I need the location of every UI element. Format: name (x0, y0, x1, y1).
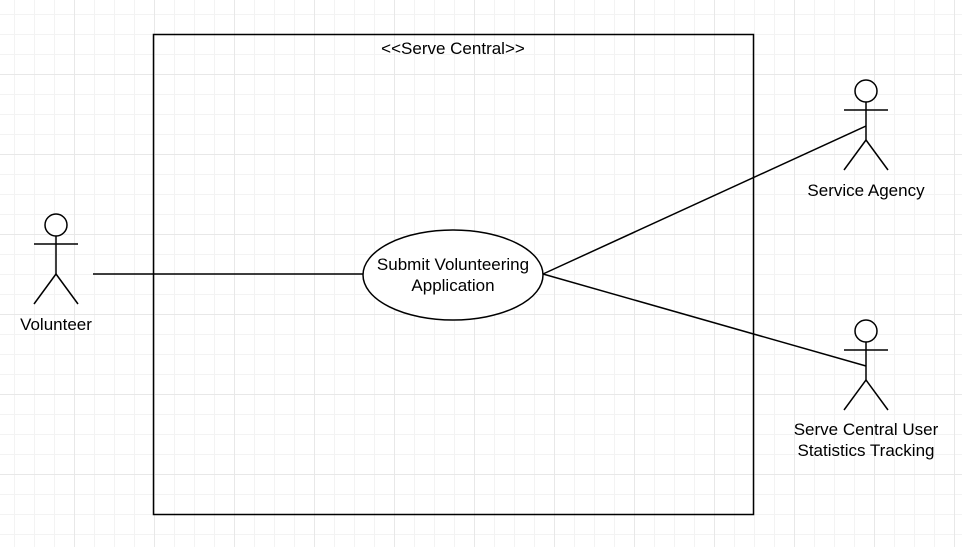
stats-tracking-actor-icon[interactable] (843, 319, 889, 411)
association-service-agency[interactable] (542, 125, 867, 275)
use-case-label: Submit Volunteering Application (363, 254, 543, 296)
volunteer-actor-icon[interactable] (33, 213, 79, 305)
stats-tracking-label: Serve Central User Statistics Tracking (776, 419, 956, 461)
volunteer-label: Volunteer (20, 315, 92, 334)
use-case-label-line2: Application (411, 276, 495, 295)
use-case-submit-application[interactable] (362, 229, 544, 321)
service-agency-actor-icon[interactable] (843, 79, 889, 171)
service-agency-label: Service Agency (807, 181, 925, 200)
use-case-label-line1: Submit Volunteering (376, 255, 530, 274)
stats-tracking-label-line2: Statistics Tracking (797, 441, 935, 460)
stats-tracking-label-line1: Serve Central User (793, 420, 939, 439)
system-title: <<Serve Central>> (381, 39, 525, 58)
association-stats-tracking[interactable] (542, 273, 867, 367)
